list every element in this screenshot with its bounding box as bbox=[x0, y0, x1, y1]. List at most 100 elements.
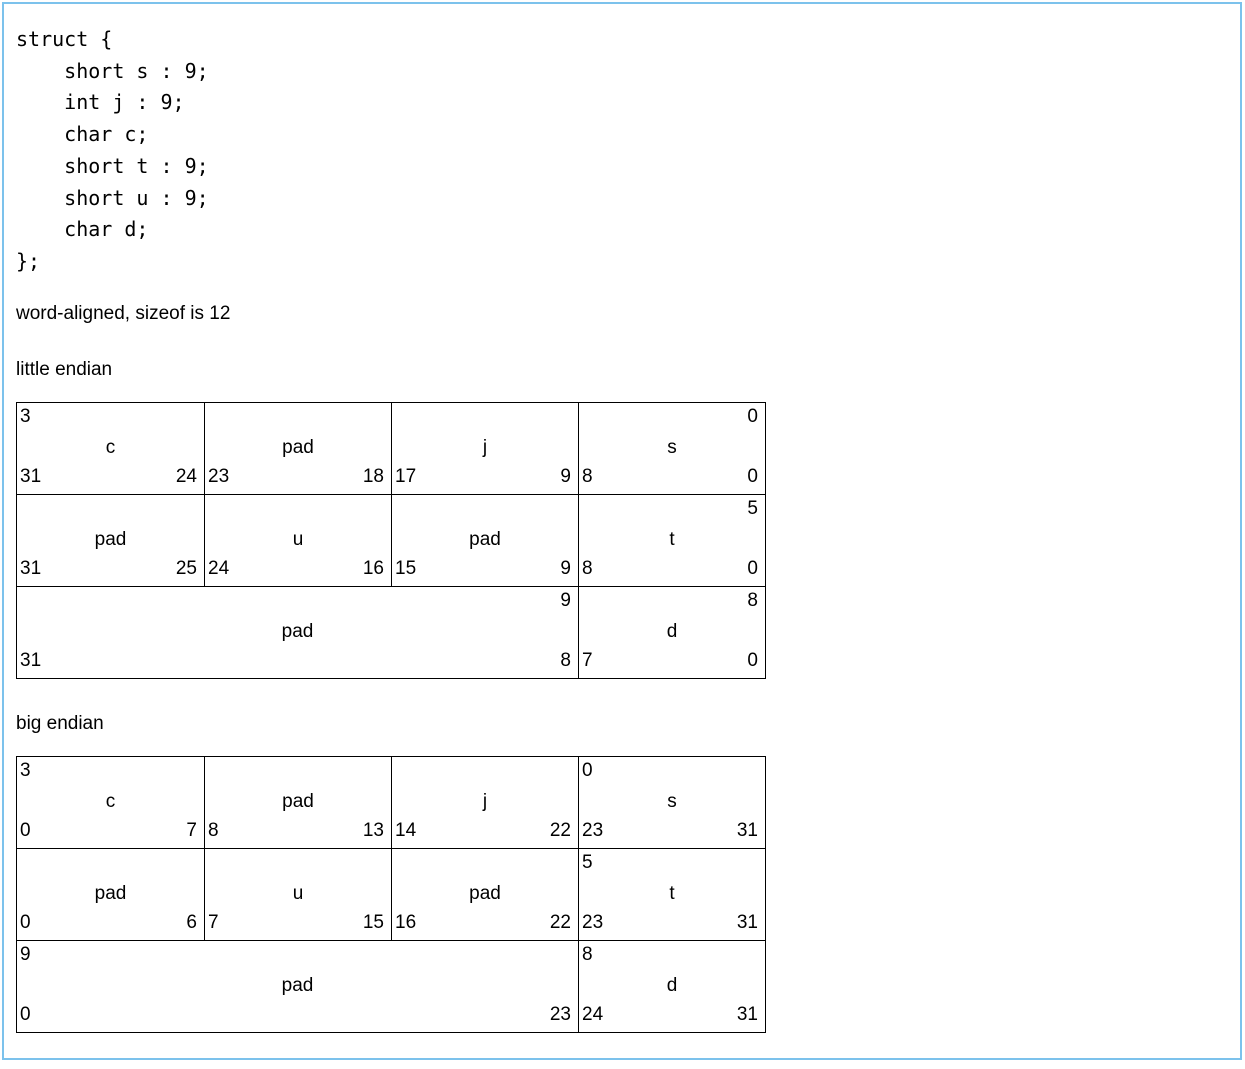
bottom-left-bit-index: 16 bbox=[395, 911, 417, 933]
field-name: d bbox=[666, 974, 678, 996]
bottom-bit-indexes: 23 18 bbox=[208, 466, 384, 488]
bitfield-cell-d: 8 d 7 0 bbox=[578, 586, 765, 678]
bottom-right-bit-index: 6 bbox=[186, 911, 197, 933]
bottom-left-bit-index: 0 bbox=[20, 911, 31, 933]
bottom-right-bit-index: 7 bbox=[186, 819, 197, 841]
word-row: 3 c 0 7 pad 8 bbox=[17, 756, 765, 848]
bottom-right-bit-index: 22 bbox=[549, 819, 571, 841]
bottom-left-bit-index: 31 bbox=[20, 557, 42, 579]
bottom-right-bit-index: 9 bbox=[560, 557, 571, 579]
bottom-right-bit-index: 9 bbox=[560, 465, 571, 487]
bottom-left-bit-index: 7 bbox=[208, 911, 219, 933]
code-line: }; bbox=[16, 248, 41, 273]
bottom-bit-indexes: 24 31 bbox=[582, 1004, 758, 1026]
top-right-bit-index: 0 bbox=[747, 405, 758, 427]
bottom-left-bit-index: 0 bbox=[20, 1003, 31, 1025]
bottom-right-bit-index: 18 bbox=[362, 465, 384, 487]
bottom-bit-indexes: 8 13 bbox=[208, 820, 384, 842]
code-line: int j : 9; bbox=[16, 90, 185, 115]
top-bit-indexes: 8 bbox=[582, 590, 758, 612]
top-right-bit-index: 8 bbox=[747, 589, 758, 611]
bottom-left-bit-index: 8 bbox=[582, 465, 593, 487]
bitfield-cell-pad: pad 15 9 bbox=[391, 494, 578, 586]
bitfield-cell-pad: pad 8 13 bbox=[204, 756, 391, 848]
bottom-right-bit-index: 24 bbox=[175, 465, 197, 487]
bottom-right-bit-index: 31 bbox=[736, 1003, 758, 1025]
top-left-bit-index: 5 bbox=[582, 851, 593, 873]
bottom-left-bit-index: 14 bbox=[395, 819, 417, 841]
bottom-left-bit-index: 24 bbox=[208, 557, 230, 579]
bottom-bit-indexes: 15 9 bbox=[395, 558, 571, 580]
top-bit-indexes: 5 bbox=[582, 852, 758, 874]
bitfield-cell-u: u 24 16 bbox=[204, 494, 391, 586]
bitfield-cell-pad: pad 0 6 bbox=[17, 849, 204, 940]
struct-code-block: struct { short s : 9; int j : 9; char c;… bbox=[16, 24, 1228, 278]
bottom-right-bit-index: 23 bbox=[549, 1003, 571, 1025]
sizeof-note: word-aligned, sizeof is 12 bbox=[16, 302, 231, 324]
bottom-right-bit-index: 13 bbox=[362, 819, 384, 841]
bottom-bit-indexes: 0 23 bbox=[20, 1004, 571, 1026]
word-row: pad 0 6 u 7 15 bbox=[17, 847, 765, 940]
bitfield-cell-c: 3 c 0 7 bbox=[17, 757, 204, 848]
bottom-right-bit-index: 8 bbox=[560, 649, 571, 671]
word-row: 9 pad 0 23 8 d 24 bbox=[17, 939, 765, 1032]
bottom-bit-indexes: 7 15 bbox=[208, 912, 384, 934]
top-bit-indexes: 8 bbox=[582, 944, 758, 966]
bitfield-cell-pad: pad 16 22 bbox=[391, 848, 578, 940]
field-name: pad bbox=[469, 882, 501, 904]
bottom-bit-indexes: 31 8 bbox=[20, 650, 571, 672]
bitfield-cell-s: 0 s 8 0 bbox=[578, 402, 765, 494]
bottom-bit-indexes: 31 25 bbox=[20, 558, 197, 580]
top-bit-indexes: 0 bbox=[582, 760, 758, 782]
bitfield-cell-t: 5 t 8 0 bbox=[578, 494, 765, 586]
code-line: short u : 9; bbox=[16, 185, 209, 210]
bottom-bit-indexes: 8 0 bbox=[582, 466, 758, 488]
bitfield-cell-s: 0 s 23 31 bbox=[578, 756, 765, 848]
bottom-bit-indexes: 8 0 bbox=[582, 558, 758, 580]
word-row: pad 31 25 u 24 16 bbox=[17, 493, 765, 586]
big-endian-section: big endian 3 c 0 7 bbox=[16, 713, 1228, 1033]
bottom-left-bit-index: 24 bbox=[582, 1003, 604, 1025]
bottom-right-bit-index: 22 bbox=[549, 911, 571, 933]
field-name: pad bbox=[281, 620, 314, 642]
bitfield-cell-u: u 7 15 bbox=[204, 848, 391, 940]
top-bit-indexes: 9 bbox=[20, 944, 571, 966]
top-right-bit-index: 5 bbox=[747, 497, 758, 519]
field-name: d bbox=[666, 620, 678, 642]
bitfield-cell-pad: 9 pad 0 23 bbox=[17, 941, 578, 1032]
bottom-right-bit-index: 31 bbox=[736, 819, 758, 841]
little-endian-heading: little endian bbox=[16, 358, 113, 380]
bottom-bit-indexes: 0 7 bbox=[20, 820, 197, 842]
code-line: char c; bbox=[16, 122, 149, 147]
field-name: c bbox=[105, 790, 116, 812]
field-name: s bbox=[667, 790, 677, 812]
bitfield-cell-j: j 17 9 bbox=[391, 402, 578, 494]
bitfield-cell-pad: 9 pad 31 8 bbox=[17, 587, 578, 678]
word-row: 3 c 31 24 pad 23 bbox=[17, 402, 765, 494]
field-name: pad bbox=[282, 436, 314, 458]
bottom-left-bit-index: 0 bbox=[20, 819, 31, 841]
big-endian-layout-table: 3 c 0 7 pad 8 bbox=[16, 755, 766, 1033]
bottom-bit-indexes: 23 31 bbox=[582, 820, 758, 842]
top-left-bit-index: 3 bbox=[20, 759, 31, 781]
bitfield-cell-j: j 14 22 bbox=[391, 756, 578, 848]
bitfield-cell-c: 3 c 31 24 bbox=[17, 403, 204, 494]
bottom-left-bit-index: 7 bbox=[582, 649, 593, 671]
bottom-right-bit-index: 0 bbox=[747, 557, 758, 579]
bottom-left-bit-index: 23 bbox=[582, 819, 604, 841]
bottom-bit-indexes: 7 0 bbox=[582, 650, 758, 672]
bottom-right-bit-index: 0 bbox=[747, 465, 758, 487]
field-name: u bbox=[292, 528, 304, 550]
bottom-bit-indexes: 17 9 bbox=[395, 466, 571, 488]
field-name: pad bbox=[282, 790, 314, 812]
code-line: short t : 9; bbox=[16, 153, 209, 178]
top-right-bit-index: 9 bbox=[560, 589, 571, 611]
bottom-bit-indexes: 23 31 bbox=[582, 912, 758, 934]
bottom-bit-indexes: 24 16 bbox=[208, 558, 384, 580]
bitfield-cell-d: 8 d 24 31 bbox=[578, 940, 765, 1032]
field-name: u bbox=[292, 882, 304, 904]
bottom-right-bit-index: 0 bbox=[747, 649, 758, 671]
field-name: pad bbox=[469, 528, 501, 550]
field-name: j bbox=[482, 436, 488, 458]
bottom-left-bit-index: 31 bbox=[20, 465, 42, 487]
